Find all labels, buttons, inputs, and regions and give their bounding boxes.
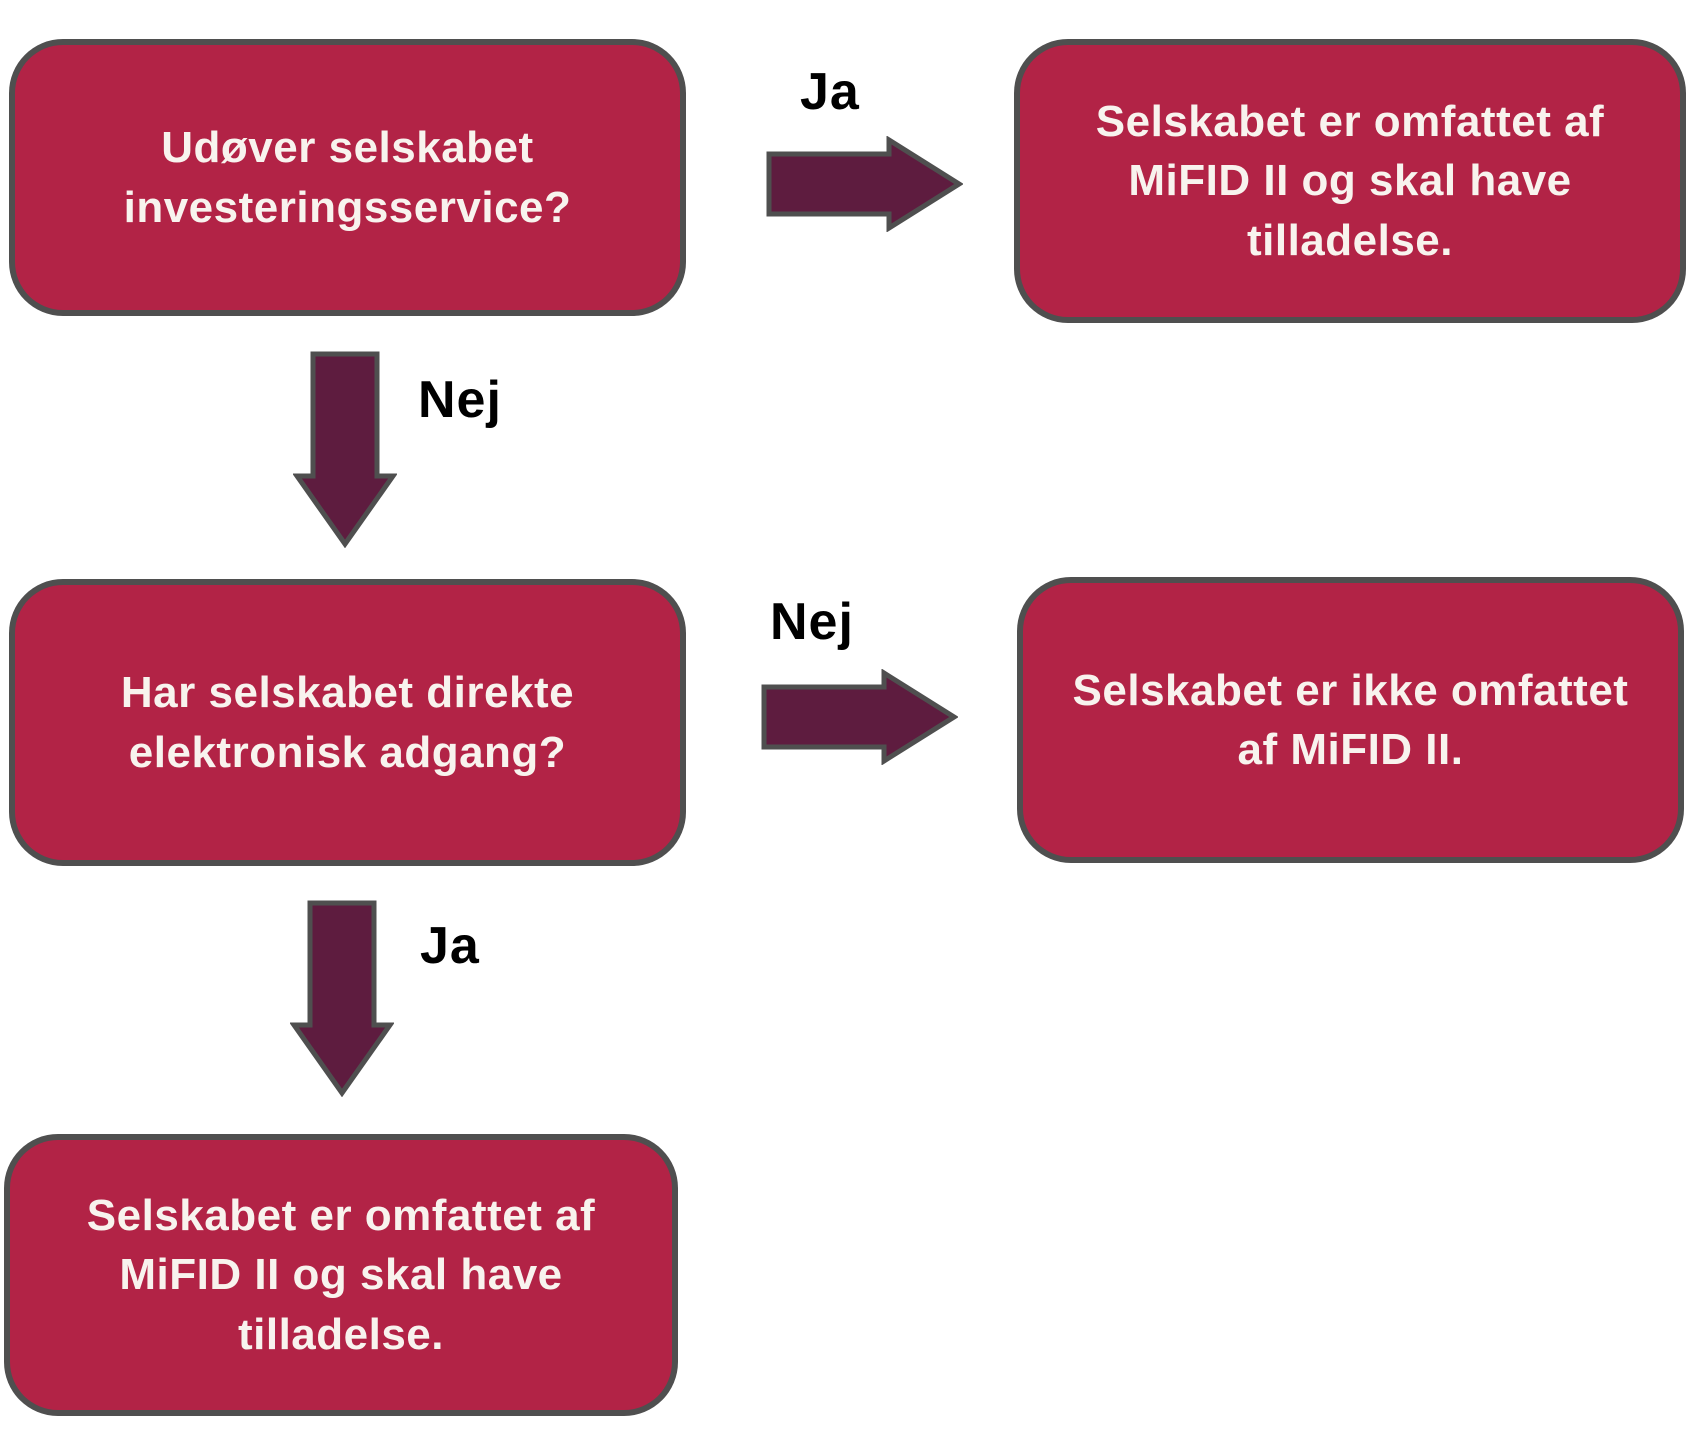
edge-label-nej: Nej — [418, 371, 502, 429]
node-text: Selskabet er omfattet af MiFID II og ska… — [86, 1190, 596, 1359]
node-text: Udøver selskabet investeringsservice? — [123, 123, 572, 232]
node-text: Har selskabet direkte elektronisk adgang… — [120, 668, 575, 777]
node-result-omfattet-tilladelse-bottom: Selskabet er omfattet af MiFID II og ska… — [10, 1140, 672, 1410]
edge-label-ja: Ja — [420, 917, 480, 975]
edge-label-ja: Ja — [800, 63, 860, 121]
node-result-ikke-omfattet: Selskabet er ikke omfattet af MiFID II. — [1023, 583, 1678, 857]
arrow-right-icon — [766, 136, 963, 232]
node-result-omfattet-tilladelse-top: Selskabet er omfattet af MiFID II og ska… — [1020, 45, 1680, 317]
node-text: Selskabet er omfattet af MiFID II og ska… — [1095, 96, 1605, 265]
node-question-elektronisk-adgang: Har selskabet direkte elektronisk adgang… — [15, 585, 680, 860]
edge-label-nej: Nej — [770, 593, 854, 651]
arrow-down-icon — [293, 351, 397, 548]
node-text: Selskabet er ikke omfattet af MiFID II. — [1072, 665, 1629, 774]
arrow-down-icon — [290, 900, 394, 1097]
arrow-right-icon — [761, 669, 958, 765]
node-question-investeringsservice: Udøver selskabet investeringsservice? — [15, 45, 680, 310]
